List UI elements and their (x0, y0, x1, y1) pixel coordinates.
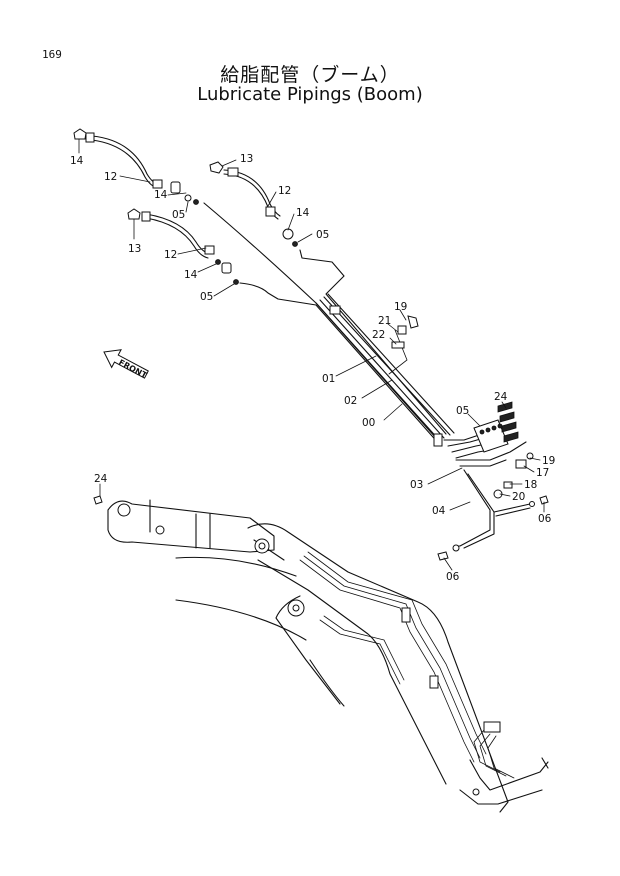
callout-05: 05 (316, 229, 329, 241)
callout-12: 12 (104, 171, 117, 183)
callout-24: 24 (94, 473, 108, 485)
title-english: Lubricate Pipings (Boom) (197, 84, 423, 105)
callout-13: 13 (240, 153, 253, 165)
callout-leaders (78, 138, 545, 571)
callout-22: 22 (372, 329, 385, 341)
callout-labels: 14 12 14 05 13 12 14 05 13 12 14 05 19 2… (70, 153, 555, 583)
callout-24: 24 (494, 391, 508, 403)
hose-assembly-lower (127, 208, 239, 285)
hose-assembly-upper (73, 128, 199, 205)
callout-02: 02 (344, 395, 357, 407)
hose-assembly-middle (209, 161, 298, 247)
callout-19: 19 (394, 301, 407, 313)
title-japanese: 給脂配管（ブーム） (220, 64, 400, 86)
front-label: FRONT (117, 358, 149, 381)
callout-04: 04 (432, 505, 446, 517)
callout-18: 18 (524, 479, 537, 491)
callout-05: 05 (200, 291, 213, 303)
callout-13: 13 (128, 243, 141, 255)
page-number: 169 (42, 48, 62, 61)
callout-14: 14 (154, 189, 168, 201)
boom-structure (93, 495, 549, 813)
callout-00: 00 (362, 417, 375, 429)
right-branch-pipes (437, 441, 549, 561)
callout-12: 12 (164, 249, 177, 261)
callout-14: 14 (184, 269, 198, 281)
callout-03: 03 (410, 479, 423, 491)
callout-21: 21 (378, 315, 391, 327)
callout-06: 06 (538, 513, 552, 525)
callout-14: 14 (296, 207, 310, 219)
callout-14: 14 (70, 155, 84, 167)
callout-01: 01 (322, 373, 335, 385)
front-arrow: FRONT (103, 349, 149, 381)
pipe-bundle (203, 202, 455, 447)
callout-19: 19 (542, 455, 555, 467)
callout-17: 17 (536, 467, 549, 479)
callout-06: 06 (446, 571, 460, 583)
callout-05: 05 (456, 405, 469, 417)
callout-20: 20 (512, 491, 525, 503)
distributor-block (443, 401, 519, 459)
callout-05: 05 (172, 209, 185, 221)
callout-12: 12 (278, 185, 291, 197)
